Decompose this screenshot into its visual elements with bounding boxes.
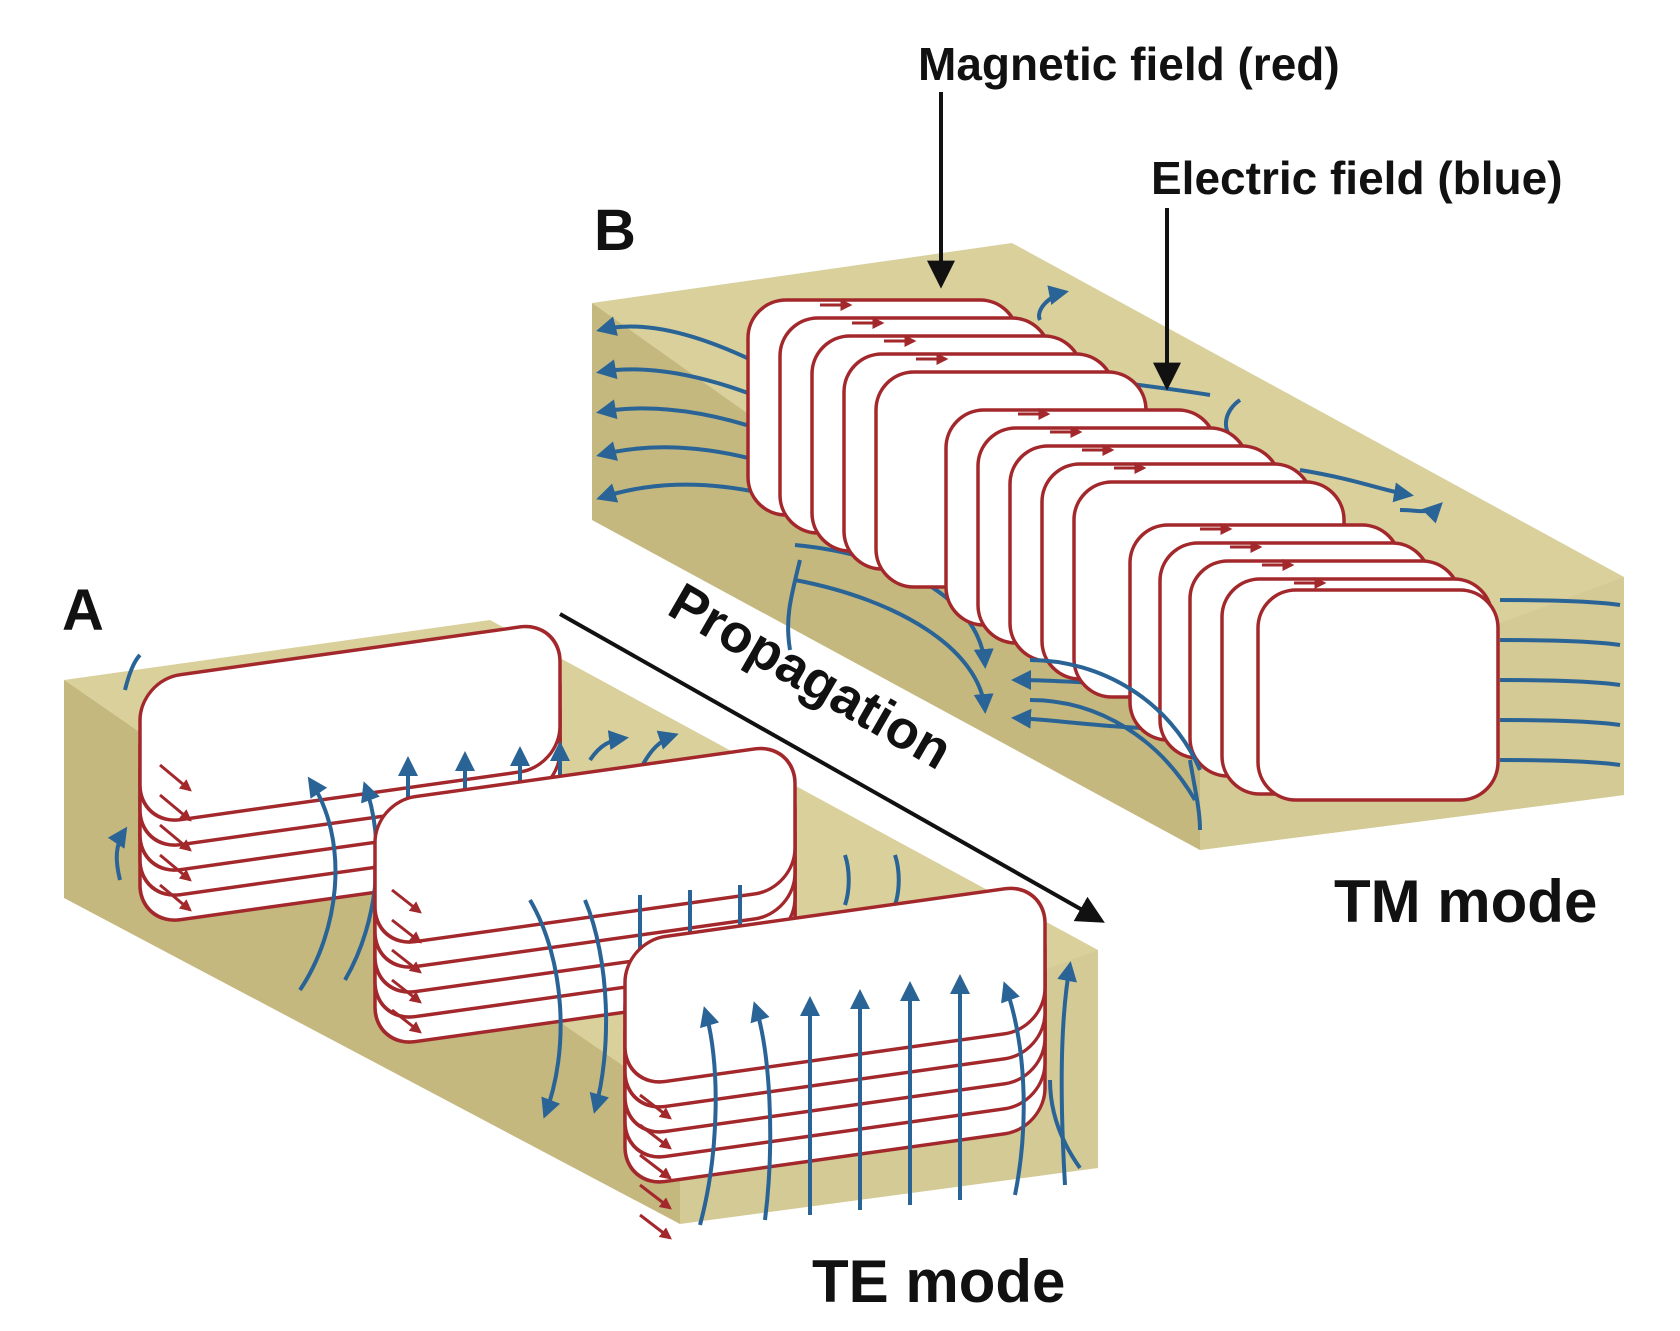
- electric-field-label: Electric field (blue): [1151, 152, 1563, 204]
- panel-b-label: B: [594, 198, 636, 263]
- te-stack-3-arrows: [639, 1093, 672, 1240]
- te-stack-2-arrows: [391, 888, 422, 1034]
- tm-magnetic-arrows: [820, 299, 1327, 589]
- te-stack-3-electric: [698, 961, 1077, 1226]
- propagation-arrow: [559, 612, 1105, 923]
- te-stack-1-arrows: [159, 763, 192, 912]
- te-mode-label: TE mode: [812, 1248, 1065, 1315]
- tm-magnetic-field-loops: [746, 298, 1500, 802]
- magnetic-field-label: Magnetic field (red): [918, 38, 1340, 90]
- panel-a-label: A: [62, 578, 104, 643]
- tm-electric-field-front: [1029, 658, 1202, 802]
- tm-mode-label: TM mode: [1334, 868, 1597, 935]
- te-loop-stack-3: [623, 886, 1047, 1184]
- tm-loop: [1256, 588, 1500, 802]
